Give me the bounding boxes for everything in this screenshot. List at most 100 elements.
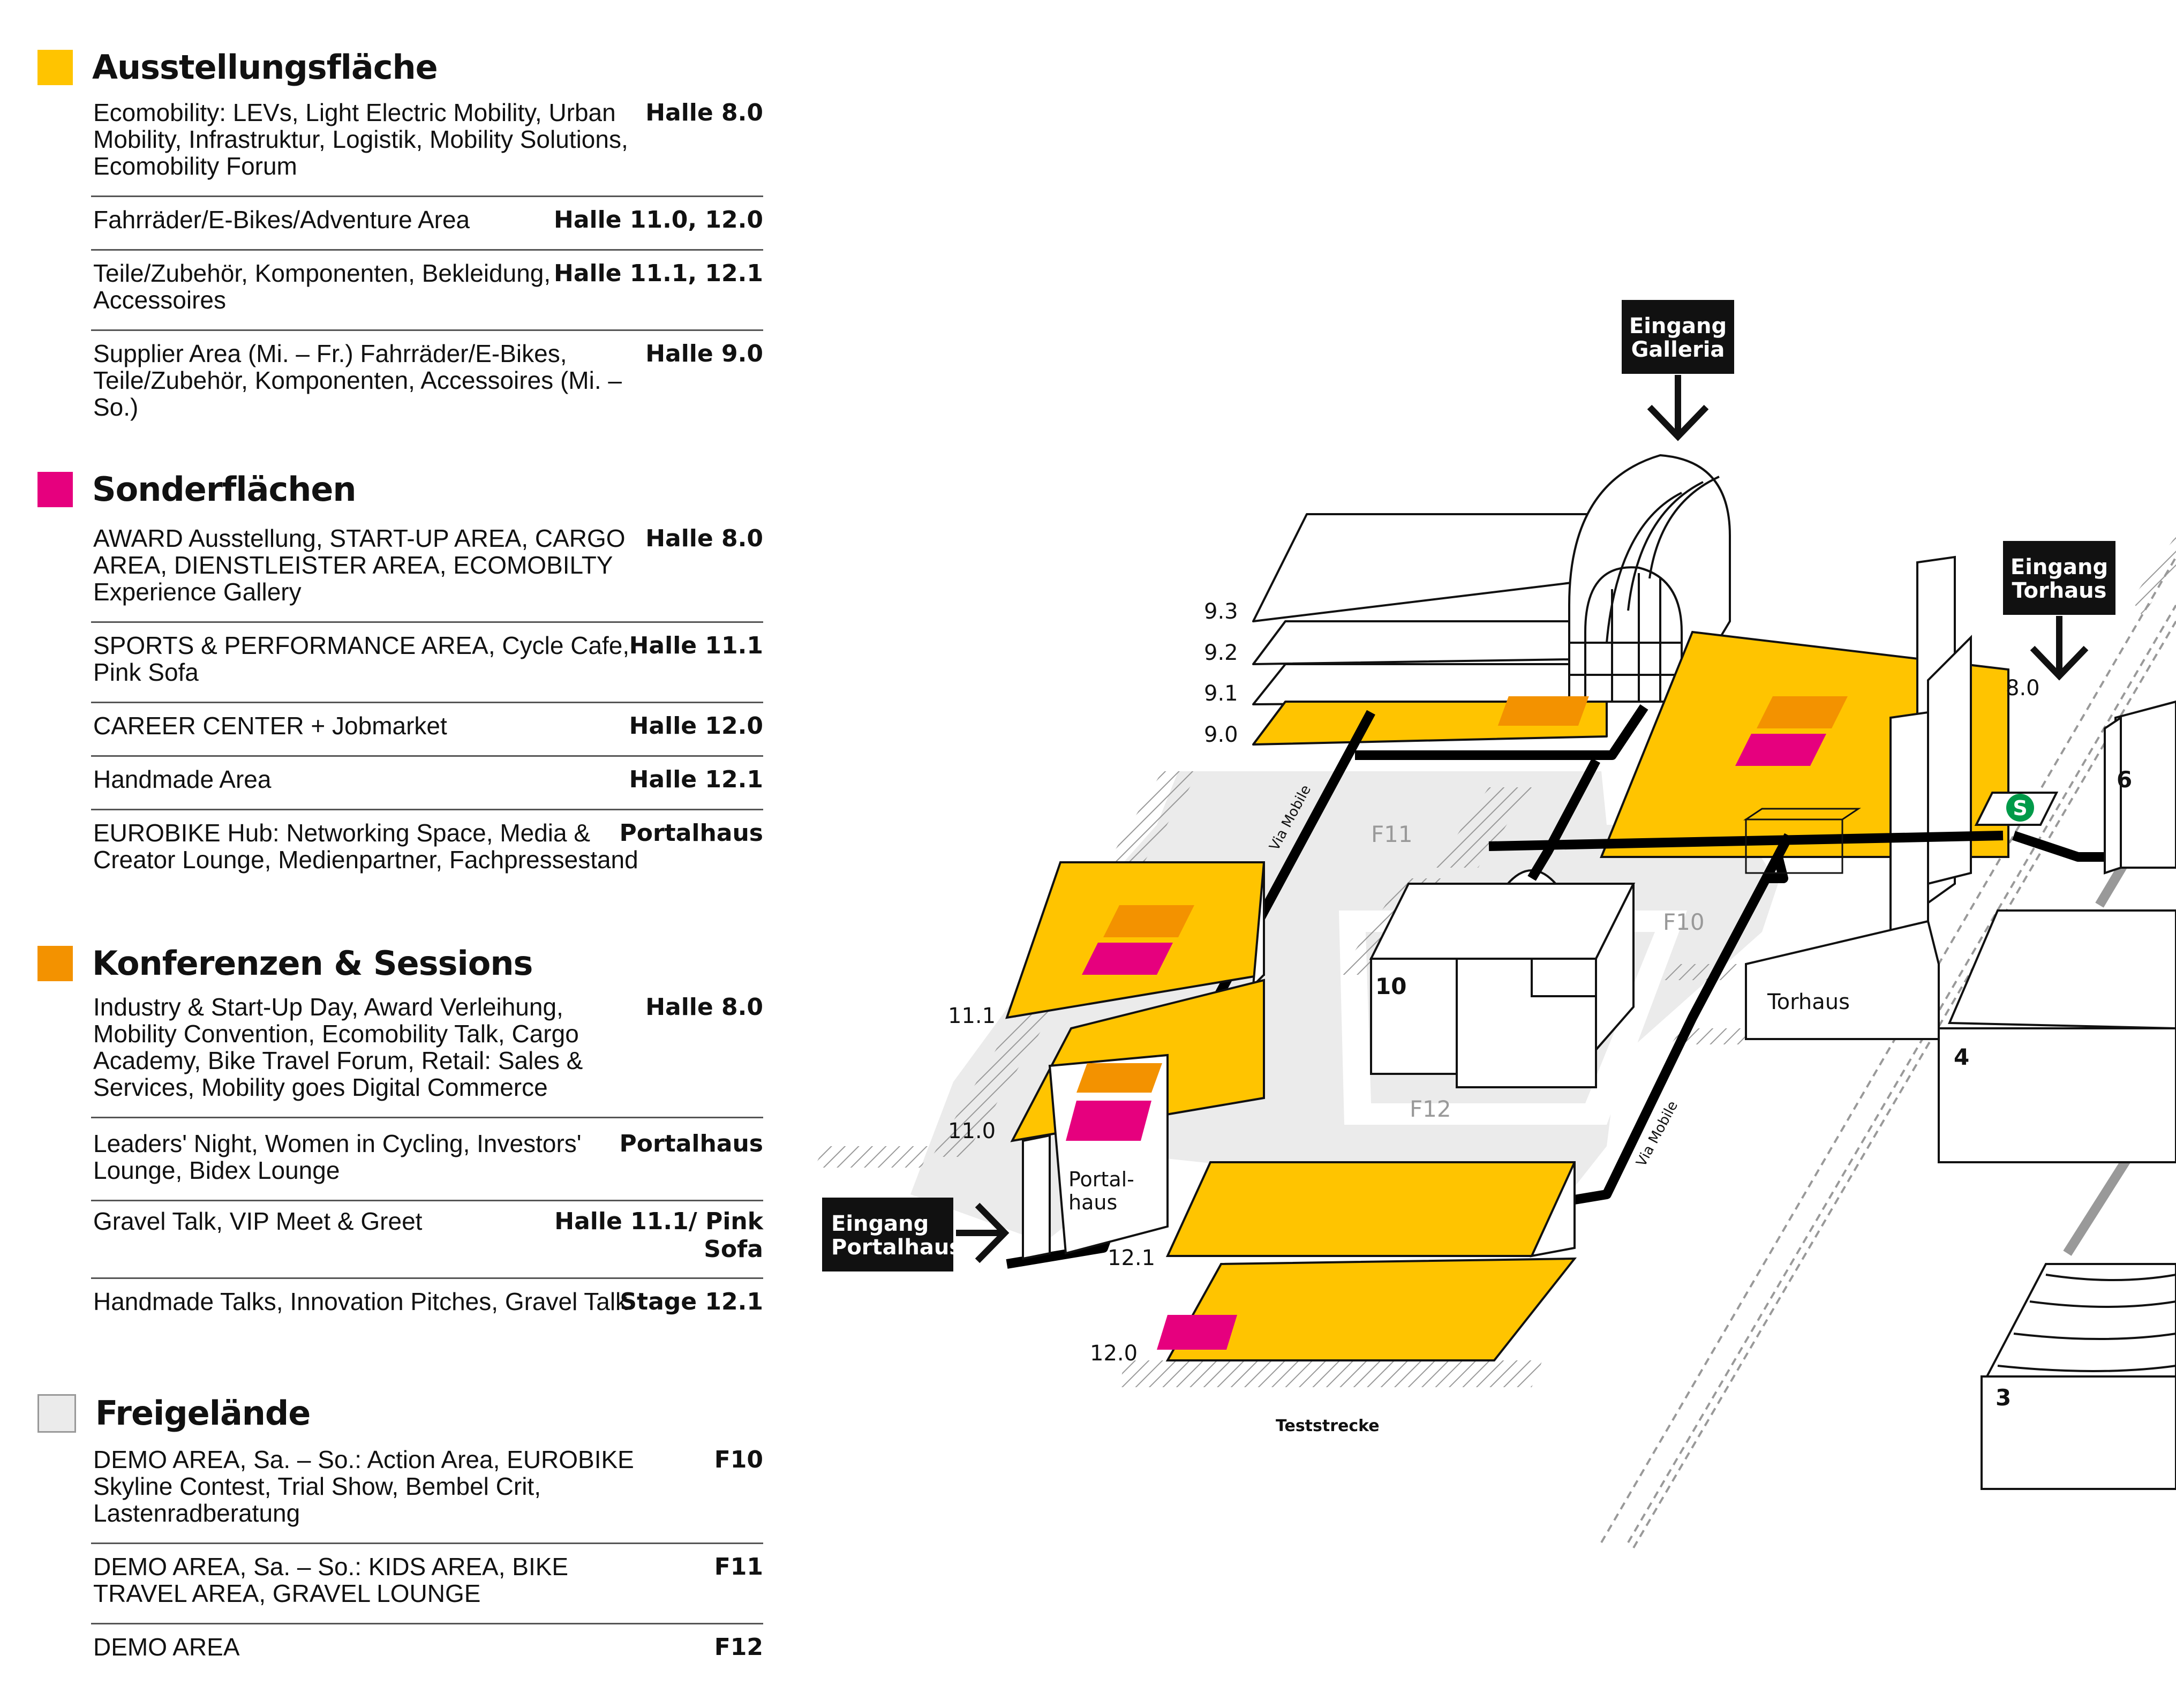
legend-row: Teile/Zubehör, Komponenten, Bekleidung, … [91,260,763,331]
sbahn-station: S [1974,792,2059,826]
legend-row-text: DEMO AREA, Sa. – So.: KIDS AREA, BIKE TR… [93,1553,569,1607]
sbahn-icon: S [2013,796,2027,820]
legend-divider [91,329,763,331]
legend-row-text: Industry & Start-Up Day, Award Verleihun… [93,993,583,1101]
hall-3-label: 3 [1996,1385,2011,1411]
legend-row: EUROBIKE Hub: Networking Space, Media & … [91,819,763,911]
legend-row-hall: Halle 11.1/ Pink Sofa [554,1208,763,1263]
legend-row-text: Gravel Talk, VIP Meet & Greet [93,1207,423,1235]
portalhaus-marks [1066,1063,1162,1141]
road-teststrecke: Teststrecke [1276,1417,1380,1435]
level-9-2: 9.2 [1204,641,1238,665]
legend-row-hall: Stage 12.1 [620,1288,763,1315]
hall-3-building [1981,1263,2176,1490]
hall-10-label: 10 [1375,973,1406,999]
legend-row-hall: F12 [714,1634,763,1661]
legend-section-header: Konferenzen & Sessions [37,944,533,983]
hall-6-building [2104,700,2176,875]
legend-row-hall: Halle 8.0 [645,99,763,126]
open-area-labels: F10 F11 F12 [1371,821,1705,1122]
legend-row: DEMO AREA F12 [91,1634,763,1671]
torhaus-tower [1745,555,1972,1040]
arrow-down-icon [1647,375,1709,441]
legend-color-swatch [37,945,73,981]
legend-divider [91,1277,763,1279]
hall-8-marks [1735,696,1848,766]
legend-color-swatch [37,471,73,507]
legend-row-hall: Halle 8.0 [645,525,763,552]
legend-row-hall: Halle 11.1, 12.1 [554,260,763,287]
legend-row-text: Handmade Talks, Innovation Pitches, Grav… [93,1288,628,1315]
hall-10-building [1369,869,1636,1088]
railway-lines [1600,556,2176,1549]
hall-4-label: 4 [1954,1044,1969,1070]
legend-divider [91,809,763,810]
level-11-0: 11.0 [948,1119,996,1143]
arrow-down-icon [2030,616,2089,681]
legend-row-hall: Halle 12.1 [629,766,763,793]
hall-4-building [1938,909,2176,1163]
hall-6-label: 6 [2117,766,2132,793]
entrance-galleria-label-2: Galleria [1631,337,1725,362]
legend-row-hall: Portalhaus [619,1130,763,1157]
level-12-1: 12.1 [1108,1246,1155,1270]
entrance-torhaus-label-2: Torhaus [2012,578,2107,603]
legend-row-text: Supplier Area (Mi. – Fr.) Fahrräder/E-Bi… [93,340,622,421]
legend-row: Handmade Talks, Innovation Pitches, Grav… [91,1288,763,1352]
legend-row-text: Fahrräder/E-Bikes/Adventure Area [93,206,470,234]
legend-row: Leaders' Night, Women in Cycling, Invest… [91,1130,763,1201]
legend-row-text: Handmade Area [93,765,272,793]
legend-row-text: DEMO AREA, Sa. – So.: Action Area, EUROB… [93,1446,634,1527]
legend-row: Handmade Area Halle 12.1 [91,765,763,810]
area-f11-label: F11 [1371,821,1413,847]
hall-12-mark [1157,1315,1237,1350]
legend-section-title: Ausstellungsfläche [92,48,438,87]
hall-numbers: 10 6 4 3 [1375,766,2132,1411]
hall-9-stack [1252,513,1608,746]
legend-section-title: Konferenzen & Sessions [92,944,533,983]
legend-divider [91,1200,763,1201]
legend-row-text: Leaders' Night, Women in Cycling, Invest… [93,1130,582,1184]
entrance-galleria[interactable]: Eingang Galleria [1622,300,1734,441]
legend-divider [91,1623,763,1624]
legend-row: Gravel Talk, VIP Meet & Greet Halle 11.1/… [91,1207,763,1279]
legend-row-text: EUROBIKE Hub: Networking Space, Media & … [93,819,638,874]
legend-divider [91,249,763,251]
legend-section-header: Freigelände [37,1394,311,1433]
transparent-box [1743,808,1861,874]
legend-row-hall: Halle 9.0 [645,340,763,367]
entrance-portalhaus[interactable]: Eingang Portalhaus [822,1198,1010,1271]
legend-section-title: Freigelände [95,1394,311,1433]
legend-row-text: SPORTS & PERFORMANCE AREA, Cycle Cafe, P… [93,631,630,686]
legend-divider [91,755,763,757]
legend-row-text: AWARD Ausstellung, START-UP AREA, CARGO … [93,524,626,606]
entrance-portalhaus-label-2: Portalhaus [831,1235,962,1260]
legend-row: Ecomobility: LEVs, Light Electric Mobili… [91,99,763,197]
legend-divider [91,1117,763,1118]
legend-row: DEMO AREA, Sa. – So.: KIDS AREA, BIKE TR… [91,1553,763,1624]
torhaus-label: Torhaus [1767,990,1850,1014]
entrance-torhaus[interactable]: Eingang Torhaus [2003,541,2115,681]
arrow-right-icon [956,1202,1010,1263]
legend-color-swatch [37,1394,76,1433]
legend-row: SPORTS & PERFORMANCE AREA, Cycle Cafe, P… [91,631,763,703]
legend-section-header: Ausstellungsfläche [37,48,438,87]
area-f12-label: F12 [1410,1096,1451,1122]
portalhaus-label-2: haus [1068,1191,1117,1214]
legend-section-title: Sonderflächen [92,470,357,509]
legend-row-text: CAREER CENTER + Jobmarket [93,712,447,740]
legend-row-hall: Portalhaus [619,819,763,847]
entrance-torhaus-label-1: Eingang [2011,555,2108,580]
portalhaus-label: Portal- haus [1068,1168,1134,1214]
level-11-1: 11.1 [948,1004,996,1028]
legend-color-swatch [37,49,73,85]
legend-row-text: DEMO AREA [93,1633,240,1661]
hall-11-marks [1082,905,1194,975]
legend-row: Industry & Start-Up Day, Award Verleihun… [91,993,763,1118]
level-9-1: 9.1 [1204,681,1238,706]
legend-divider [91,195,763,197]
area-f10-label: F10 [1663,909,1705,935]
